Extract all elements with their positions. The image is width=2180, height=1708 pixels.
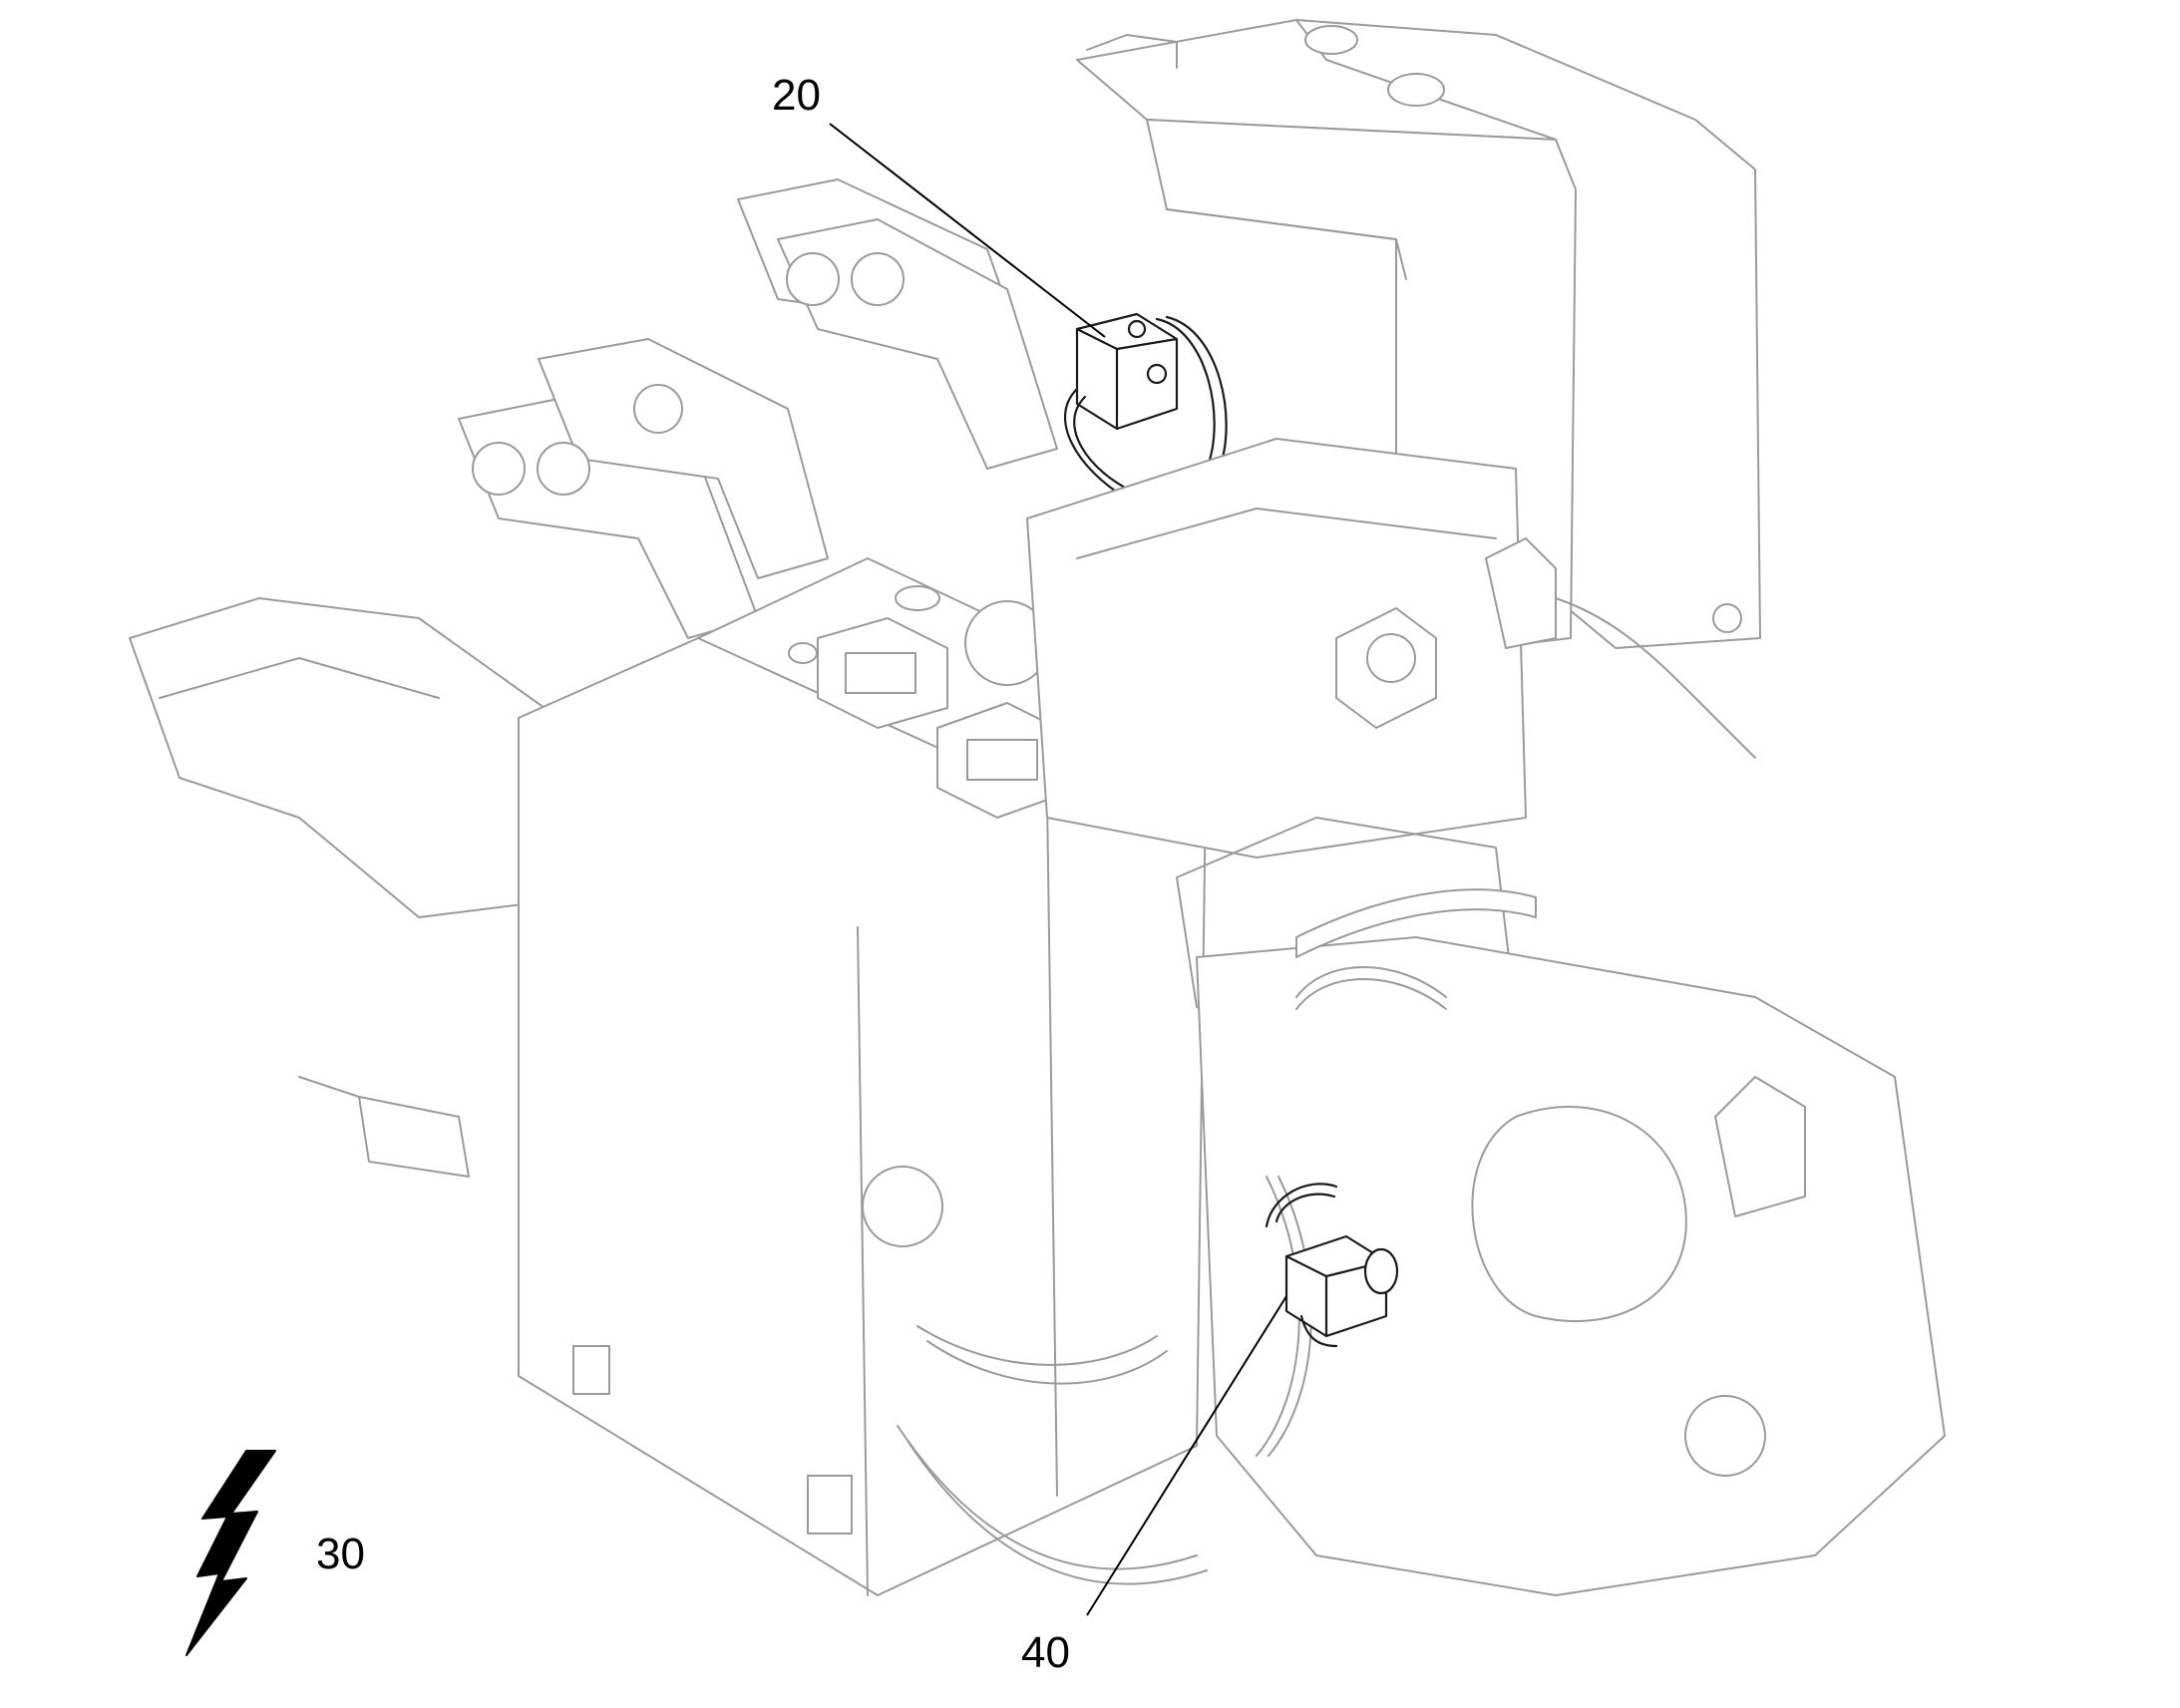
leader-lines: [829, 123, 1287, 1616]
filter-covers: [788, 585, 1068, 1247]
hydraulic-pump: [1265, 1183, 1399, 1348]
leader-40: [1086, 1295, 1287, 1616]
leader-20: [829, 123, 1106, 338]
callout-30: 30: [316, 1530, 365, 1578]
hydraulic-tank: [518, 557, 1208, 1596]
callout-40: 40: [1021, 1628, 1070, 1677]
callout-20: 20: [772, 71, 821, 120]
transmission-area: [1026, 438, 1756, 1058]
boom-towers: [129, 178, 1058, 1178]
axle-and-hoses: [897, 888, 1946, 1596]
lightning-bolt-icon: [185, 1450, 276, 1656]
